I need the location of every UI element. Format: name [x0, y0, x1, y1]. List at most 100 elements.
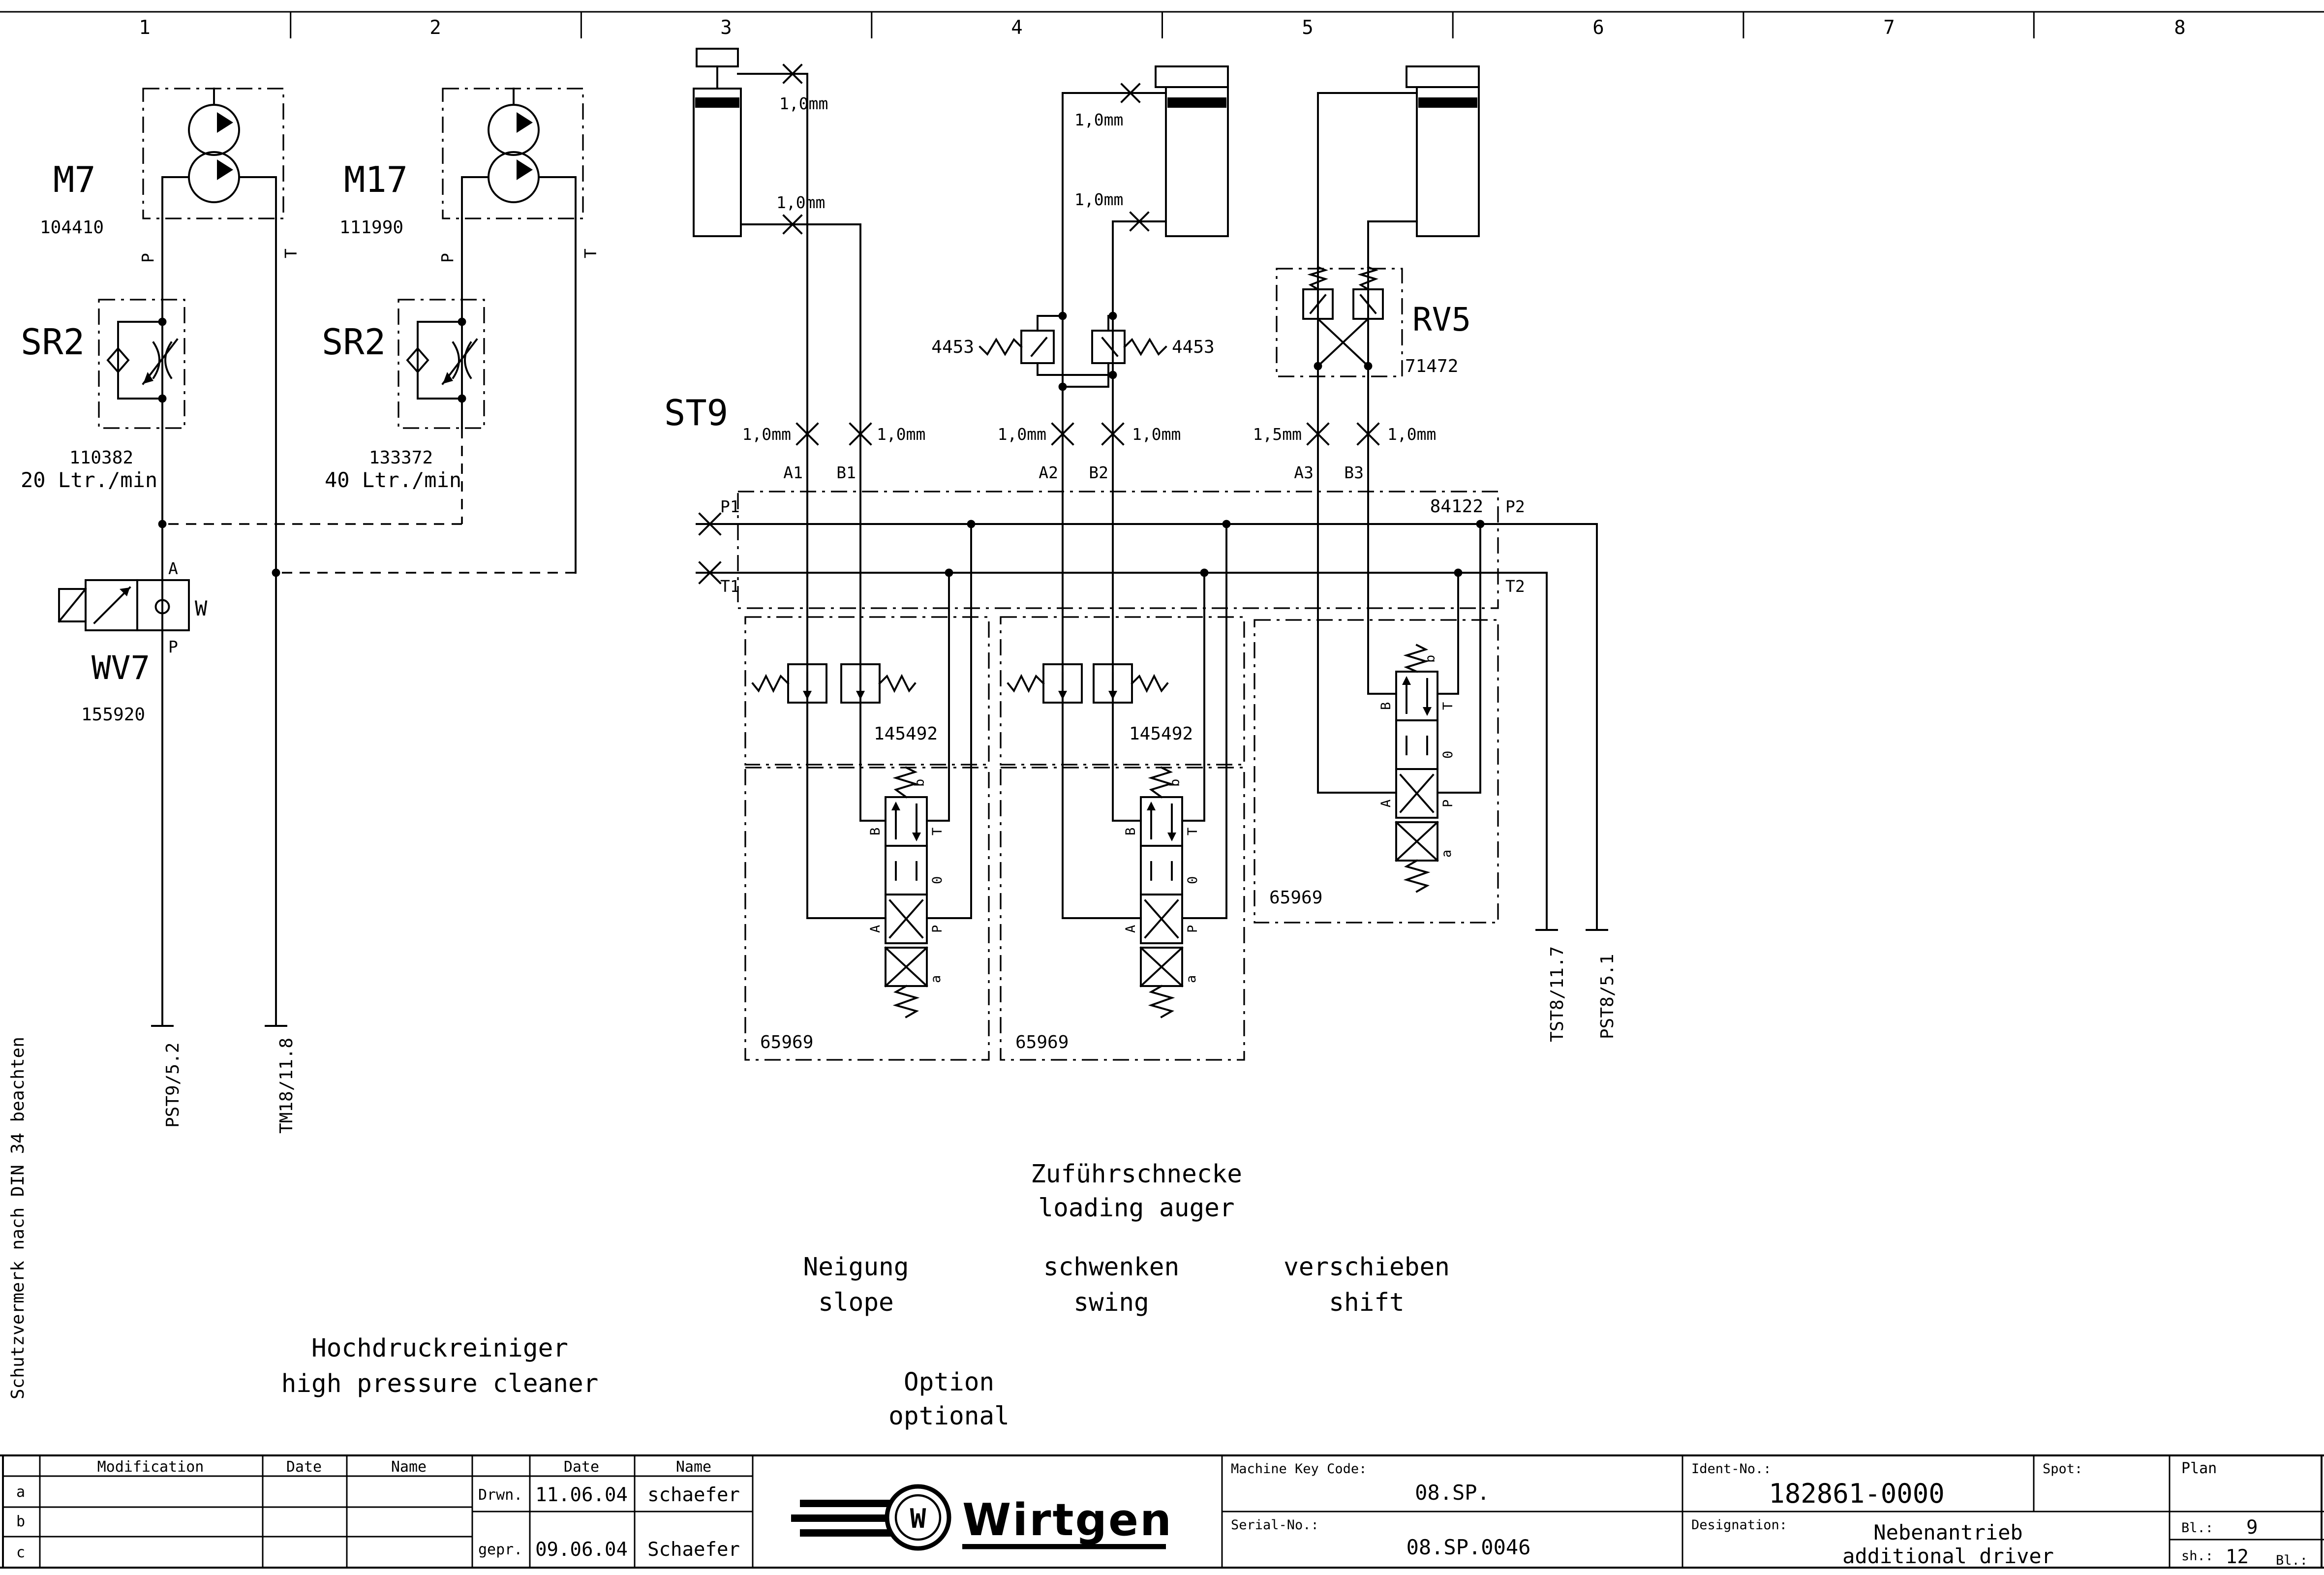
protection-note: Schutzvermerk nach DIN 34 beachten — [8, 1037, 28, 1399]
dv3-port-b: B — [1378, 702, 1394, 710]
dv1-port-t: T — [930, 828, 945, 835]
tb-row-c: c — [16, 1544, 25, 1561]
wv7-part-number: 155920 — [81, 705, 145, 725]
orifice-b2: 1,0mm — [1132, 425, 1181, 444]
tb-header-name2: Name — [676, 1458, 711, 1476]
wv7-label: WV7 — [92, 649, 150, 687]
section-shift: B A T P 0 b a 65969 — [1254, 523, 1499, 924]
orifice-b3: 1,0mm — [1387, 425, 1436, 444]
caption-hpc-de: Hochdruckreiniger — [311, 1334, 568, 1363]
port-t1: T1 — [720, 577, 740, 596]
ruler-col-7: 7 — [1883, 17, 1895, 39]
caption-hpc-en: high pressure cleaner — [281, 1369, 599, 1398]
dv1-port-p: P — [930, 925, 945, 933]
dv3-port-p: P — [1440, 800, 1456, 807]
tb-header-date: Date — [286, 1458, 322, 1476]
orifice-cyl1-bottom: 1,0mm — [776, 193, 825, 212]
m17-part-number: 111990 — [339, 217, 403, 238]
dv2-port-0: 0 — [1185, 876, 1200, 884]
port-p2: P2 — [1505, 497, 1525, 516]
port-a1: A1 — [783, 463, 803, 482]
m17-label: M17 — [344, 159, 408, 200]
tb-drwn-date: 11.06.04 — [535, 1484, 628, 1506]
m7-port-t: T — [281, 248, 301, 258]
caption-slope-de: Neigung — [803, 1253, 909, 1282]
title-block: Modification Date Name Date Name a b c D… — [0, 1454, 2324, 1569]
orifice-a1: 1,0mm — [742, 425, 791, 444]
caption-shift-de: verschieben — [1284, 1253, 1450, 1282]
tb-drwn-label: Drwn. — [478, 1486, 522, 1504]
tb-header-modification: Modification — [97, 1458, 204, 1476]
caption-slope-en: slope — [818, 1288, 894, 1317]
supply-lines: PST9/5.2 TM18/11.8 — [151, 217, 577, 1134]
sr2-right-flow: 40 Ltr./min — [325, 468, 461, 492]
dv3-part-number: 65969 — [1269, 888, 1322, 908]
tb-spot-label: Spot: — [2043, 1461, 2082, 1477]
caption-auger-de: Zuführschnecke — [1031, 1160, 1242, 1189]
tb-ident-value: 182861-0000 — [1769, 1478, 1945, 1509]
dv3-port-t: T — [1440, 702, 1456, 710]
section-swing: 145492 B A T P 0 b a 65969 — [1000, 523, 1245, 1061]
port-b1: B1 — [836, 463, 856, 482]
orifice-cyl2-bottom: 1,0mm — [1074, 190, 1123, 209]
dv2-part-number: 65969 — [1015, 1032, 1069, 1052]
tb-designation-de: Nebenantrieb — [1873, 1520, 2022, 1544]
tb-ident-label: Ident-No.: — [1691, 1461, 1772, 1477]
orifice-a3: 1,5mm — [1253, 425, 1302, 444]
dv3-pilot-b: b — [1423, 655, 1438, 663]
logo-letter: W — [910, 1503, 926, 1534]
orifice-a2: 1,0mm — [998, 425, 1046, 444]
sr2-right-part-number: 133372 — [369, 448, 433, 468]
m7-part-number: 104410 — [40, 217, 104, 238]
ruler-col-2: 2 — [429, 17, 441, 39]
section-slope: 145492 B A T P 0 b a 65969 — [744, 523, 990, 1061]
motor-m7: M7 104410 P T — [40, 88, 301, 263]
dv2-pilot-b: b — [1167, 779, 1183, 787]
st9-label: ST9 — [664, 392, 728, 433]
tb-row-a: a — [16, 1483, 25, 1501]
caption-swing-de: schwenken — [1043, 1253, 1179, 1282]
dv1-port-a: A — [868, 925, 883, 933]
sr2-left-label: SR2 — [21, 321, 85, 363]
dv1-port-b: B — [868, 828, 883, 835]
m7-label: M7 — [53, 159, 96, 200]
dv3-port-a: A — [1378, 800, 1394, 807]
relief-valves-4453: 4453 4453 — [931, 311, 1215, 391]
rv5-part-number: 71472 — [1405, 356, 1458, 376]
pipe-label-pst9: PST9/5.2 — [163, 1043, 183, 1128]
caption-swing-en: swing — [1073, 1288, 1149, 1317]
ruler-col-8: 8 — [2174, 17, 2185, 39]
ruler-col-6: 6 — [1592, 17, 1604, 39]
port-b2: B2 — [1089, 463, 1108, 482]
captions: Zuführschnecke loading auger Neigung slo… — [281, 1160, 1450, 1431]
valve-sr2-left: SR2 110382 20 Ltr./min — [21, 299, 185, 492]
dv1-port-0: 0 — [930, 876, 945, 884]
wirtgen-logo: W Wirtgen — [791, 1484, 1171, 1551]
orifice-b1: 1,0mm — [877, 425, 925, 444]
cb2-part-number: 145492 — [1129, 724, 1193, 744]
orifice-cyl1-top: 1,0mm — [779, 94, 828, 113]
wv7-port-w: W — [195, 596, 208, 620]
dv2-pilot-a: a — [1184, 975, 1199, 983]
pipe-label-tst8: TST8/11.7 — [1547, 946, 1567, 1042]
valve-rv5: RV5 71472 — [1276, 266, 1471, 377]
caption-option-en: optional — [888, 1402, 1009, 1431]
tb-serial-value: 08.SP.0046 — [1407, 1535, 1531, 1559]
dv1-pilot-b: b — [912, 779, 927, 787]
dv2-port-t: T — [1185, 828, 1200, 835]
port-b3: B3 — [1344, 463, 1364, 482]
relief-4453-left-label: 4453 — [931, 337, 974, 357]
wv7-port-a: A — [168, 559, 178, 578]
tb-serial-label: Serial-No.: — [1231, 1517, 1319, 1533]
caption-auger-en: loading auger — [1038, 1194, 1234, 1223]
tb-header-name: Name — [391, 1458, 427, 1476]
ruler-col-4: 4 — [1011, 17, 1022, 39]
caption-option-de: Option — [904, 1368, 994, 1397]
ruler-col-3: 3 — [720, 17, 732, 39]
tb-bl-label: Bl.: — [2181, 1520, 2213, 1536]
tb-row-b: b — [16, 1513, 25, 1530]
port-t2: T2 — [1505, 577, 1525, 596]
tb-header-date2: Date — [564, 1458, 599, 1476]
ruler-col-1: 1 — [139, 17, 150, 39]
